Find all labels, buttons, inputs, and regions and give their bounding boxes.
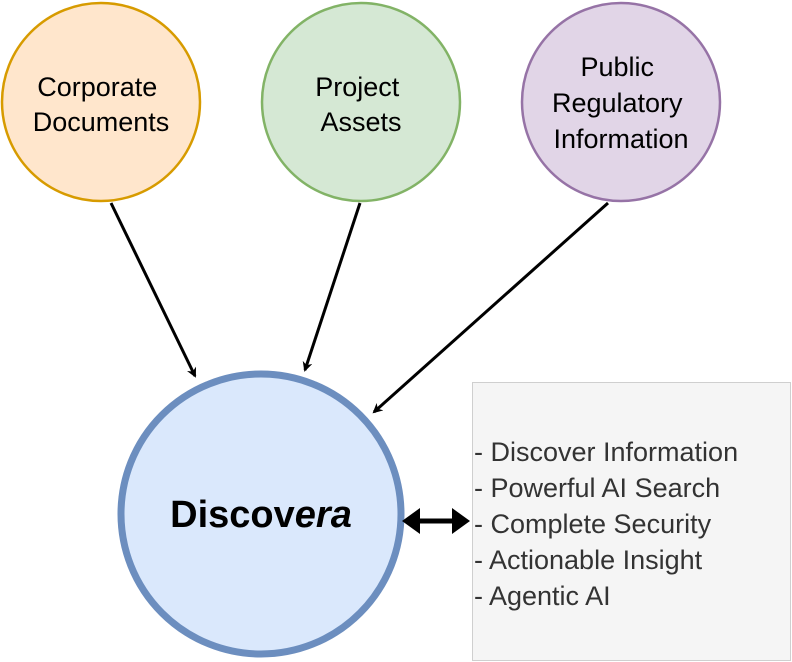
corporate-documents-circle bbox=[0, 1, 202, 203]
public-regulatory-information-circle bbox=[520, 1, 722, 203]
arrow-project-to-discovera bbox=[302, 202, 362, 372]
project-assets-label-line-1: Project bbox=[315, 72, 400, 102]
node-project-assets: Project Assets bbox=[260, 1, 462, 203]
discovera-label-bold-rest: v bbox=[274, 494, 295, 536]
discovera-circle bbox=[117, 370, 405, 658]
features-panel bbox=[472, 382, 791, 661]
node-discovera: Discovera bbox=[117, 370, 405, 658]
corporate-documents-label-line-1: Corporate bbox=[37, 72, 157, 102]
feature-item: - Complete Security bbox=[474, 509, 712, 539]
node-corporate-documents: Corporate Documents bbox=[0, 1, 202, 203]
discovera-label: Discovera bbox=[170, 494, 352, 536]
features-list: - Discover Information - Powerful AI Sea… bbox=[474, 434, 738, 614]
project-assets-circle bbox=[260, 1, 462, 203]
node-public-regulatory-information: Public Regulatory Information bbox=[520, 1, 722, 203]
bidirectional-arrow-left-head bbox=[402, 508, 420, 534]
corporate-documents-label-line-2: Documents bbox=[33, 107, 170, 137]
public-regulatory-information-label-line-3: Information bbox=[553, 124, 688, 154]
bidirectional-arrow bbox=[402, 508, 470, 534]
discovera-label-bold: Disco bbox=[170, 494, 273, 536]
discovera-label-italic: era bbox=[295, 494, 352, 536]
project-assets-label-line-2: Assets bbox=[320, 107, 401, 137]
arrow-corporate-to-discovera bbox=[109, 202, 197, 378]
feature-item: - Powerful AI Search bbox=[474, 473, 721, 503]
feature-item: - Discover Information bbox=[474, 437, 739, 467]
public-regulatory-information-label: Public Regulatory Information bbox=[552, 52, 690, 154]
bidirectional-arrow-right-head bbox=[452, 508, 470, 534]
feature-item: - Agentic AI bbox=[474, 581, 611, 611]
feature-item: - Actionable Insight bbox=[474, 545, 703, 575]
corporate-documents-label: Corporate Documents bbox=[33, 72, 170, 137]
public-regulatory-information-label-line-1: Public bbox=[580, 52, 654, 82]
public-regulatory-information-label-line-2: Regulatory bbox=[552, 88, 683, 118]
arrow-public-to-discovera bbox=[372, 201, 609, 414]
project-assets-label: Project Assets bbox=[315, 72, 407, 137]
